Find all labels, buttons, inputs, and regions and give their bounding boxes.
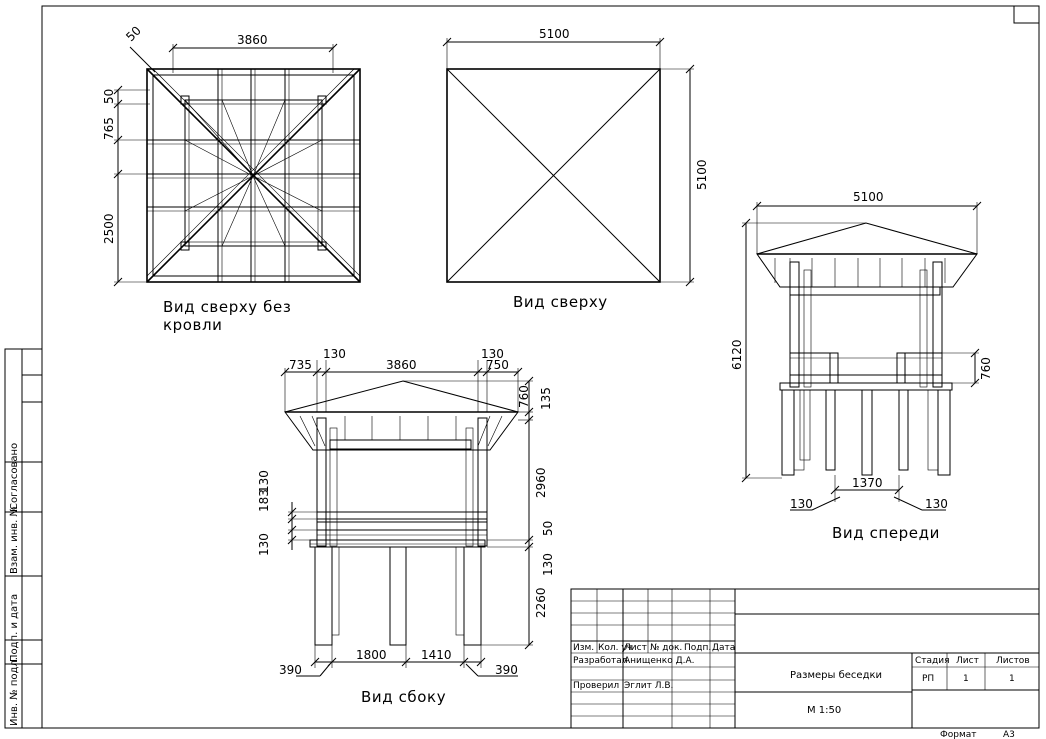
dim-front-span: 1370 xyxy=(852,476,883,490)
tb-header-sign: Подп. xyxy=(684,643,711,653)
stamp-label-replace: Взам. инв. № xyxy=(9,506,20,574)
tb-header-date: Дата xyxy=(712,643,735,653)
dim-side-left-floor: 130 xyxy=(257,533,271,556)
side-structure xyxy=(284,380,519,646)
dim-top-no-roof-corner: 50 xyxy=(123,23,144,44)
tb-header-izm: Изм. xyxy=(573,643,594,653)
caption-side: Вид сбоку xyxy=(361,688,446,706)
dim-side-right-beam: 50 xyxy=(541,521,555,536)
dim-side-left-rail-a: 183 xyxy=(257,489,271,512)
dim-front-post-left: 130 xyxy=(790,497,813,511)
title-block: Изм. Кол. уч Лист № док. Подп. Дата Разр… xyxy=(570,588,1040,729)
dim-side-top-mid: 3860 xyxy=(386,358,417,372)
top-roof-dimensions: 5100 5100 xyxy=(442,27,709,287)
dim-top-width: 5100 xyxy=(539,27,570,41)
caption-top: Вид сверху xyxy=(513,293,608,311)
tb-stage-header: Стадия xyxy=(915,656,950,666)
dim-side-left-rail-b: 130 xyxy=(257,470,271,493)
dim-side-right-beam2: 130 xyxy=(541,553,555,576)
stamp-label-agreed: Согласовано xyxy=(9,443,20,510)
tb-sheet-header: Лист xyxy=(956,656,979,666)
caption-top-no-roof-line2: кровли xyxy=(163,316,223,334)
dim-front-width: 5100 xyxy=(853,190,884,204)
tb-sheets-header: Листов xyxy=(996,656,1030,666)
dim-side-bot-mid2: 1410 xyxy=(421,648,452,662)
view-front: 5100 6120 760 1370 130 130 Вид спереди xyxy=(730,190,993,542)
dim-side-top-right: 750 xyxy=(486,358,509,372)
dim-side-top-post-right: 130 xyxy=(481,347,504,361)
view-top: 5100 5100 Вид сверху xyxy=(442,27,709,311)
format-value: А3 xyxy=(1003,730,1015,739)
dim-side-top-left: 735 xyxy=(289,358,312,372)
dim-side-bot-right: 390 xyxy=(495,663,518,677)
dim-top-no-roof-left-mid: 765 xyxy=(102,117,116,140)
dim-top-no-roof-width: 3860 xyxy=(237,33,268,47)
tb-title: Размеры беседки xyxy=(790,670,882,681)
dim-side-right-eave: 135 xyxy=(539,387,553,410)
dim-side-bot-mid1: 1800 xyxy=(356,648,387,662)
side-stamp: Согласовано Взам. инв. № Подп. и дата Ин… xyxy=(4,348,43,729)
tb-stage-value: РП xyxy=(922,674,934,684)
tb-sheets-value: 1 xyxy=(1009,674,1015,684)
view-top-no-roof: 3860 50 50 765 2500 Вид сверху без кровл… xyxy=(102,23,361,334)
tb-role-checker: Проверил xyxy=(573,681,619,691)
dim-top-height: 5100 xyxy=(695,159,709,190)
dim-front-height: 6120 xyxy=(730,339,744,370)
front-dimensions: 5100 6120 760 1370 130 130 xyxy=(730,190,993,511)
tb-name-developer: Анищенко Д.А. xyxy=(624,656,695,666)
dim-side-right-roof: 760 xyxy=(517,385,531,408)
tb-header-doc: № док. xyxy=(650,643,682,653)
stamp-label-inv: Инв. № подл. xyxy=(9,657,20,726)
dim-top-no-roof-left-big: 2500 xyxy=(102,213,116,244)
tb-header-list: Лист xyxy=(624,643,647,653)
dim-side-right-legs: 2260 xyxy=(534,587,548,618)
tb-header-kol: Кол. уч xyxy=(598,643,632,653)
tb-name-checker: Эглит Л.В. xyxy=(624,681,673,691)
top-no-roof-dimensions: 3860 50 50 765 2500 xyxy=(102,23,338,287)
front-structure xyxy=(756,222,978,476)
tb-sheet-value: 1 xyxy=(963,674,969,684)
top-roof-outline xyxy=(446,68,661,283)
dim-side-bot-left: 390 xyxy=(279,663,302,677)
dim-front-rail: 760 xyxy=(979,357,993,380)
tb-role-developer: Разработал xyxy=(573,656,628,666)
caption-top-no-roof-line1: Вид сверху без xyxy=(163,298,291,316)
side-dimensions: 735 130 3860 130 750 760 135 2960 50 130… xyxy=(257,347,555,677)
caption-front: Вид спереди xyxy=(832,524,940,542)
dim-top-no-roof-left-small: 50 xyxy=(102,89,116,104)
dim-side-top-post-left: 130 xyxy=(323,347,346,361)
dim-side-right-walls: 2960 xyxy=(534,467,548,498)
top-no-roof-structure xyxy=(146,68,361,283)
format-label: Формат xyxy=(940,730,977,739)
view-side: 735 130 3860 130 750 760 135 2960 50 130… xyxy=(257,347,555,706)
stamp-label-sign-date: Подп. и дата xyxy=(9,594,20,662)
tb-scale: М 1:50 xyxy=(807,705,841,716)
dim-front-post-right: 130 xyxy=(925,497,948,511)
